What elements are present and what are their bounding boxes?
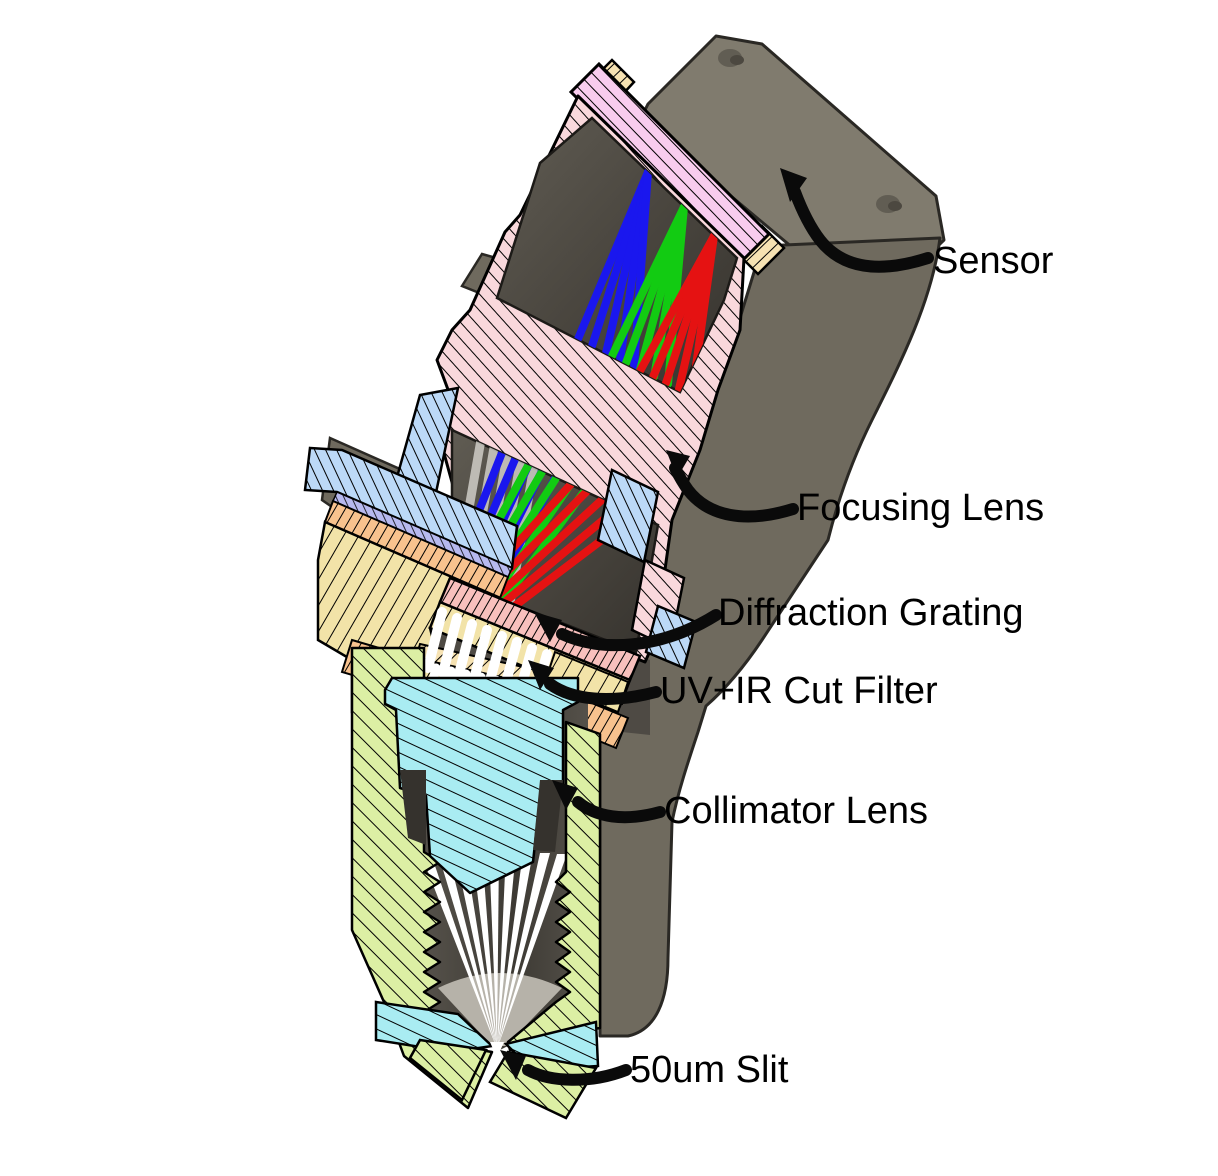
arrow-diffraction-grating [556,609,722,652]
collimator-groove-left [400,770,426,845]
arrowhead-diffraction-grating [534,612,562,642]
screw-hole [730,55,744,65]
ray-fan-green [608,203,688,388]
label-sensor: Sensor [933,240,1054,282]
screw-hole [888,201,902,211]
annotation-arrows [500,168,934,1086]
slit-aperture [490,1042,504,1058]
label-collimator-lens: Collimator Lens [664,790,928,832]
arrow-sensor [789,186,934,273]
label-diffraction-grating: Diffraction Grating [718,592,1024,634]
arrow-uv-ir-filter [544,678,662,705]
slit-tube-assembly [350,646,602,1120]
arrowhead-uv-ir-filter [528,660,554,690]
arrow-slit [522,1064,632,1086]
label-uv-ir-cut-filter: UV+IR Cut Filter [660,670,938,712]
arrow-collimator-lens [572,796,666,824]
arrowhead-sensor [780,168,807,202]
arrow-focusing-lens [669,462,799,523]
arrowhead-focusing-lens [666,450,690,478]
arrowhead-collimator-lens [552,780,578,810]
housing-green-left [350,646,494,1110]
arrowhead-slit [500,1050,526,1080]
collimator-groove-right [533,780,563,852]
diffraction-grating [438,576,642,682]
label-slit: 50um Slit [630,1049,789,1091]
converging-ray-fans [574,168,718,392]
label-focusing-lens: Focusing Lens [797,487,1045,529]
outer-shell-right [598,236,942,1038]
slit-wedge-green-left [408,1038,488,1102]
collimator-lens [383,676,580,895]
